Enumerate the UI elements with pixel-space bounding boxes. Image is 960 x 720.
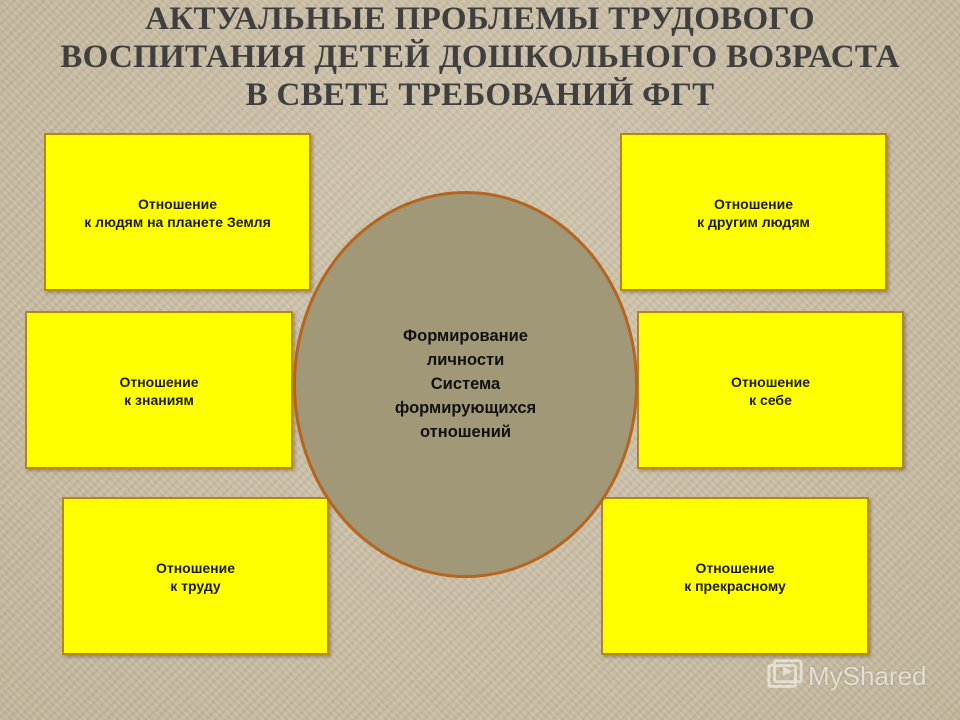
slide-title: АКТУАЛЬНЫЕ ПРОБЛЕМЫ ТРУДОВОГО ВОСПИТАНИЯ… xyxy=(40,0,920,114)
box-heading: Отношение xyxy=(155,560,236,576)
box-subject: к знаниям xyxy=(124,392,194,408)
title-line-2: ВОСПИТАНИЯ ДЕТЕЙ ДОШКОЛЬНОГО ВОЗРАСТА xyxy=(60,39,900,75)
box-relation-people-on-earth: Отношение к людям на планете Земля xyxy=(44,133,311,291)
title-line-3: В СВЕТЕ ТРЕБОВАНИЙ ФГТ xyxy=(245,77,715,113)
watermark-text: MyShared xyxy=(808,660,927,691)
box-relation-labor: Отношение к труду xyxy=(62,497,329,655)
box-relation-self: Отношение к себе xyxy=(637,311,904,469)
box-heading: Отношение xyxy=(713,196,794,212)
box-relation-knowledge: Отношение к знаниям xyxy=(25,311,293,469)
center-text-line: Формирование xyxy=(403,327,528,345)
center-text-line: формирующихся xyxy=(394,399,537,417)
box-subject: к себе xyxy=(749,392,792,408)
title-line-1: АКТУАЛЬНЫЕ ПРОБЛЕМЫ ТРУДОВОГО xyxy=(145,1,815,37)
center-text-line: личности xyxy=(426,351,505,369)
center-text-line: отношений xyxy=(420,423,511,441)
box-subject: к труду xyxy=(170,578,221,594)
myshared-logo-icon xyxy=(767,659,803,688)
center-text-line: Система xyxy=(430,375,501,393)
box-heading: Отношение xyxy=(119,374,199,390)
box-subject: к прекрасному xyxy=(684,578,786,594)
box-subject: к другим людям xyxy=(697,214,810,230)
box-heading: Отношение xyxy=(730,374,811,390)
box-heading: Отношение xyxy=(137,196,218,212)
box-subject: к людям на планете Земля xyxy=(84,214,271,230)
watermark: MyShared xyxy=(766,656,927,696)
box-heading: Отношение xyxy=(695,560,775,576)
center-ellipse: Формирование личности Система формирующи… xyxy=(293,191,638,578)
box-relation-beautiful: Отношение к прекрасному xyxy=(601,497,869,655)
box-relation-other-people: Отношение к другим людям xyxy=(620,133,887,291)
